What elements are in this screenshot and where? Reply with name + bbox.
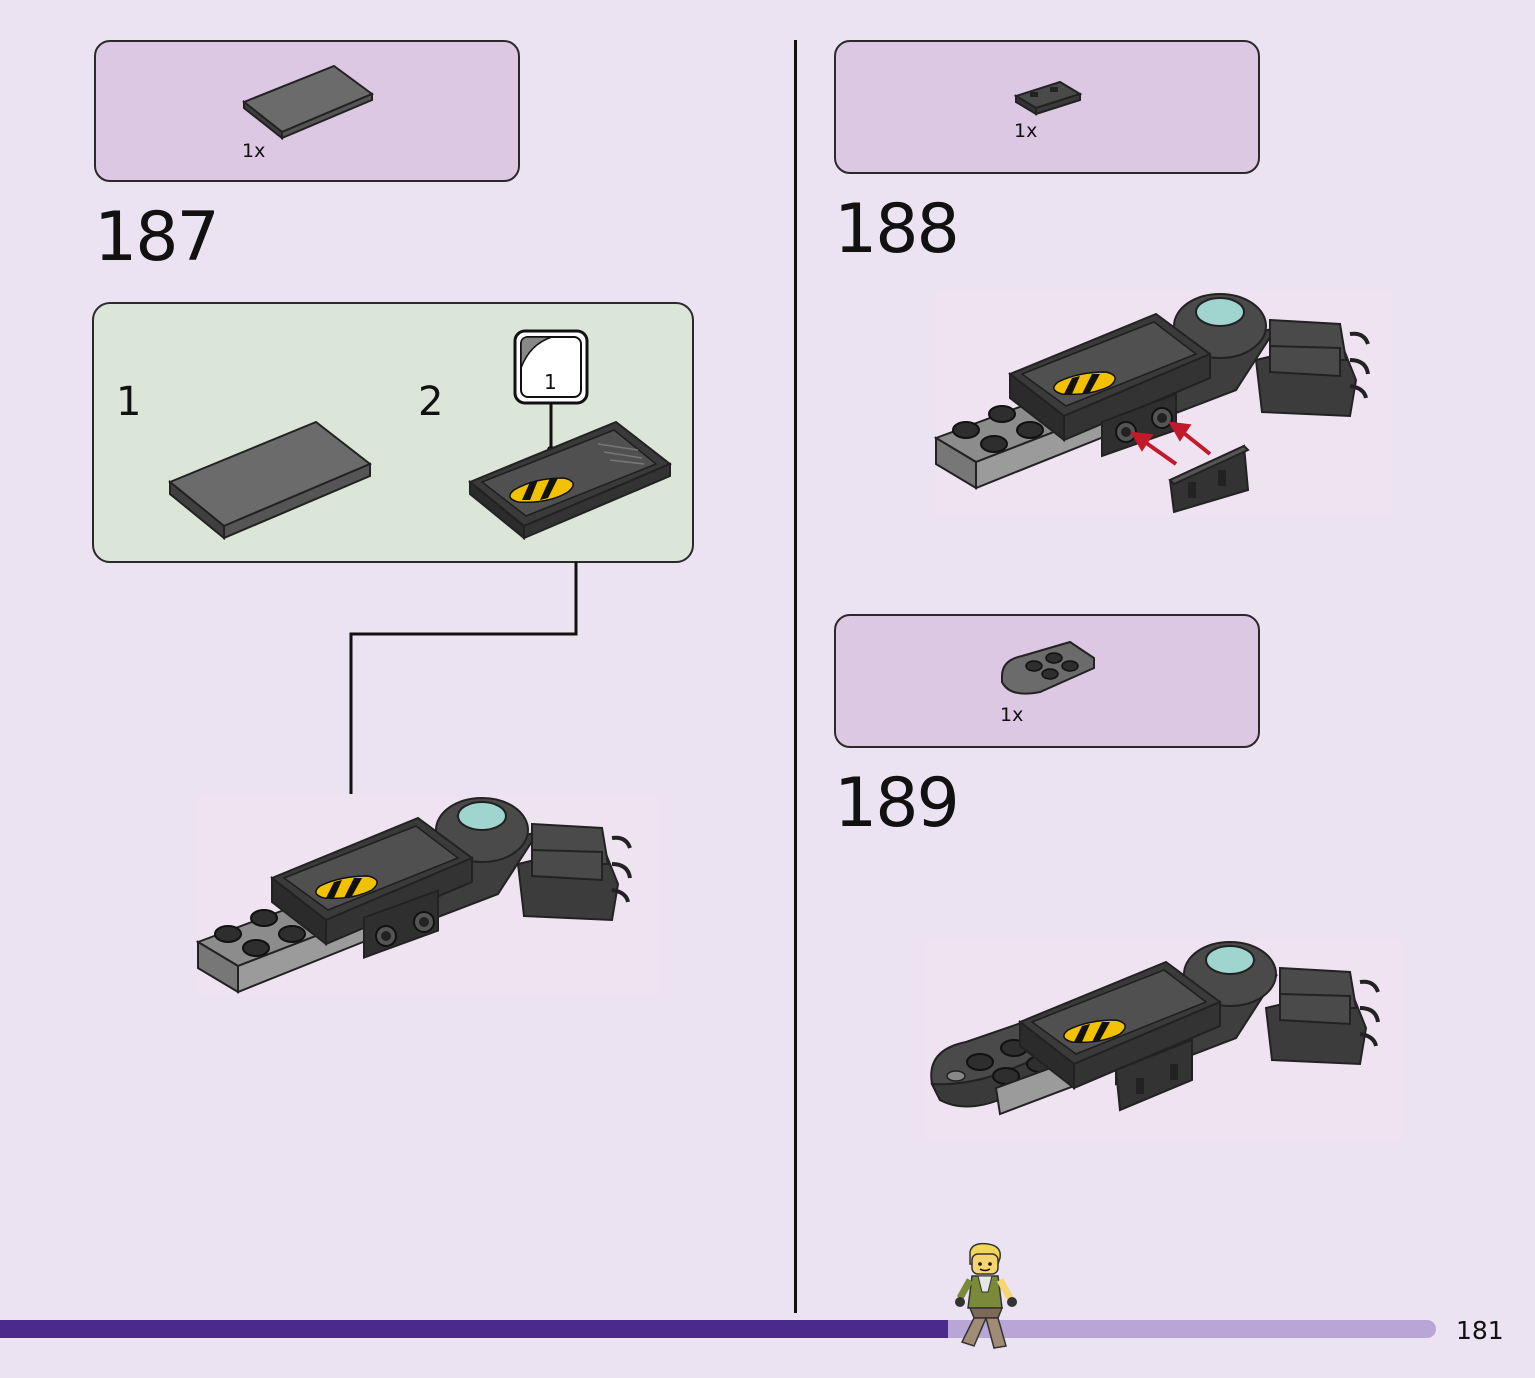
step-188-model-icon (933, 290, 1392, 516)
tile-2x4-dark-gray-icon (242, 64, 375, 141)
step-189-number: 189 (834, 764, 960, 843)
wedge-plate-with-studs-icon (1001, 640, 1095, 695)
page-number: 181 (1456, 1316, 1504, 1345)
tile-2x4-plain-icon (168, 420, 372, 541)
step-187-number: 187 (94, 198, 220, 277)
step-187-model-icon (195, 794, 658, 996)
progress-bar-fill (0, 1320, 948, 1338)
column-divider (794, 40, 797, 1313)
substep-2-number: 2 (418, 379, 444, 425)
step-188-part-qty: 1x (1014, 120, 1038, 142)
step-189-parts-callout: 1x (834, 614, 1260, 748)
plate-1x2-with-clips-icon (1013, 80, 1083, 116)
substep-1-number: 1 (116, 379, 142, 425)
tile-2x4-with-sticker-icon (468, 420, 672, 541)
step-188-number: 188 (834, 190, 960, 269)
sticker-number: 1 (544, 370, 557, 394)
step-188-parts-callout: 1x (834, 40, 1260, 174)
step-187-parts-callout: 1x (94, 40, 520, 182)
sticker-callout-icon (513, 329, 589, 454)
step-189-model-icon (926, 938, 1402, 1142)
step-187-substep-box: 1 2 1 (92, 302, 694, 563)
step-189-part-qty: 1x (1000, 704, 1024, 726)
minifigure-walking-icon (955, 1242, 1017, 1349)
step-187-part-qty: 1x (242, 140, 266, 162)
